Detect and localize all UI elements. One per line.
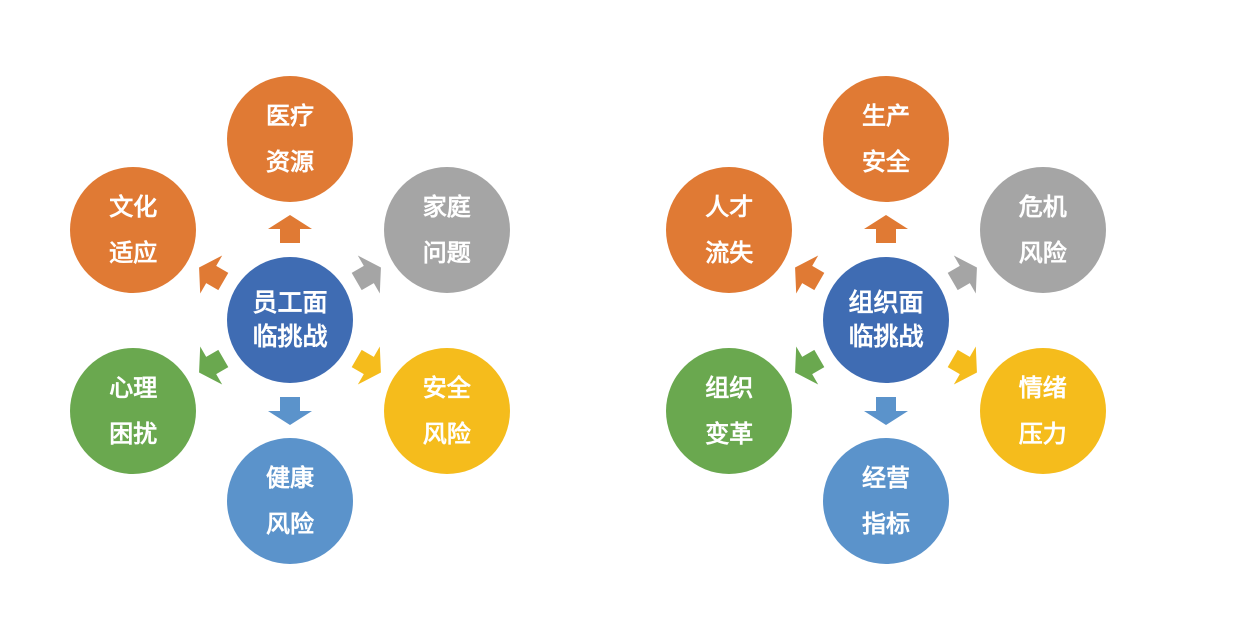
arrow-icon bbox=[199, 255, 229, 294]
arrow-icon bbox=[268, 397, 312, 425]
arrow-icon bbox=[947, 346, 977, 385]
center-circle-line1: 员工面 bbox=[252, 288, 328, 317]
node-circle-line1: 家庭 bbox=[422, 192, 471, 221]
node-circle: 安全风险 bbox=[383, 347, 510, 474]
node-circle-line1: 组织 bbox=[705, 373, 754, 402]
node-circle-line1: 文化 bbox=[109, 192, 158, 221]
node-circle-line1: 情绪 bbox=[1018, 373, 1067, 402]
node-circle: 人才流失 bbox=[666, 166, 793, 293]
node-circle: 健康风险 bbox=[227, 438, 353, 564]
node-circle: 组织变革 bbox=[666, 347, 793, 474]
node-circle-line2: 困扰 bbox=[109, 419, 158, 448]
node-circle-line2: 风险 bbox=[1018, 238, 1067, 267]
node-circle: 经营指标 bbox=[823, 438, 949, 564]
node-circle: 心理困扰 bbox=[70, 347, 197, 474]
arrow-icon bbox=[864, 397, 908, 425]
node-circle-line2: 风险 bbox=[422, 419, 471, 448]
node-circle-line1: 健康 bbox=[266, 464, 314, 492]
arrow-icon bbox=[268, 215, 312, 243]
center-circle-line2: 临挑战 bbox=[848, 322, 924, 351]
center-circle: 组织面临挑战 bbox=[823, 257, 949, 383]
employee-challenges-diagram: 员工面临挑战医疗资源家庭问题安全风险健康风险心理困扰文化适应 bbox=[0, 0, 600, 627]
arrow-icon bbox=[795, 346, 825, 385]
node-circle: 危机风险 bbox=[979, 166, 1106, 293]
node-circle-line1: 人才 bbox=[705, 192, 754, 221]
arrow-icon bbox=[947, 255, 977, 294]
node-circle-line2: 问题 bbox=[422, 238, 471, 267]
center-circle-line2: 临挑战 bbox=[252, 322, 328, 351]
arrows-layer bbox=[199, 215, 381, 425]
node-circle-line1: 医疗 bbox=[266, 102, 314, 130]
arrow-icon bbox=[351, 346, 381, 385]
arrow-icon bbox=[864, 215, 908, 243]
node-circle-line1: 心理 bbox=[109, 373, 158, 402]
arrows-layer bbox=[795, 215, 977, 425]
node-circle-line2: 指标 bbox=[862, 510, 910, 538]
node-circle-line2: 适应 bbox=[109, 238, 158, 267]
node-circle: 情绪压力 bbox=[979, 347, 1106, 474]
center-circle-line1: 组织面 bbox=[848, 288, 924, 317]
node-circle: 家庭问题 bbox=[383, 166, 510, 293]
node-circle-line1: 生产 bbox=[862, 102, 910, 130]
arrow-icon bbox=[199, 346, 229, 385]
center-circle: 员工面临挑战 bbox=[227, 257, 353, 383]
node-circle-line1: 安全 bbox=[422, 373, 471, 402]
node-circle-line1: 经营 bbox=[862, 464, 910, 492]
node-circle-line2: 压力 bbox=[1018, 419, 1067, 448]
arrow-icon bbox=[351, 255, 381, 294]
arrow-icon bbox=[795, 255, 825, 294]
node-circle-line2: 资源 bbox=[266, 148, 314, 176]
node-circle-line2: 变革 bbox=[705, 419, 754, 448]
node-circle-line2: 流失 bbox=[705, 238, 754, 267]
organization-challenges-diagram: 组织面临挑战生产安全危机风险情绪压力经营指标组织变革人才流失 bbox=[596, 0, 1196, 627]
node-circle-line1: 危机 bbox=[1018, 192, 1067, 221]
node-circle: 医疗资源 bbox=[227, 76, 353, 202]
node-circle-line2: 安全 bbox=[862, 148, 910, 176]
node-circle: 文化适应 bbox=[70, 166, 197, 293]
node-circle: 生产安全 bbox=[823, 76, 949, 202]
node-circle-line2: 风险 bbox=[266, 510, 314, 538]
